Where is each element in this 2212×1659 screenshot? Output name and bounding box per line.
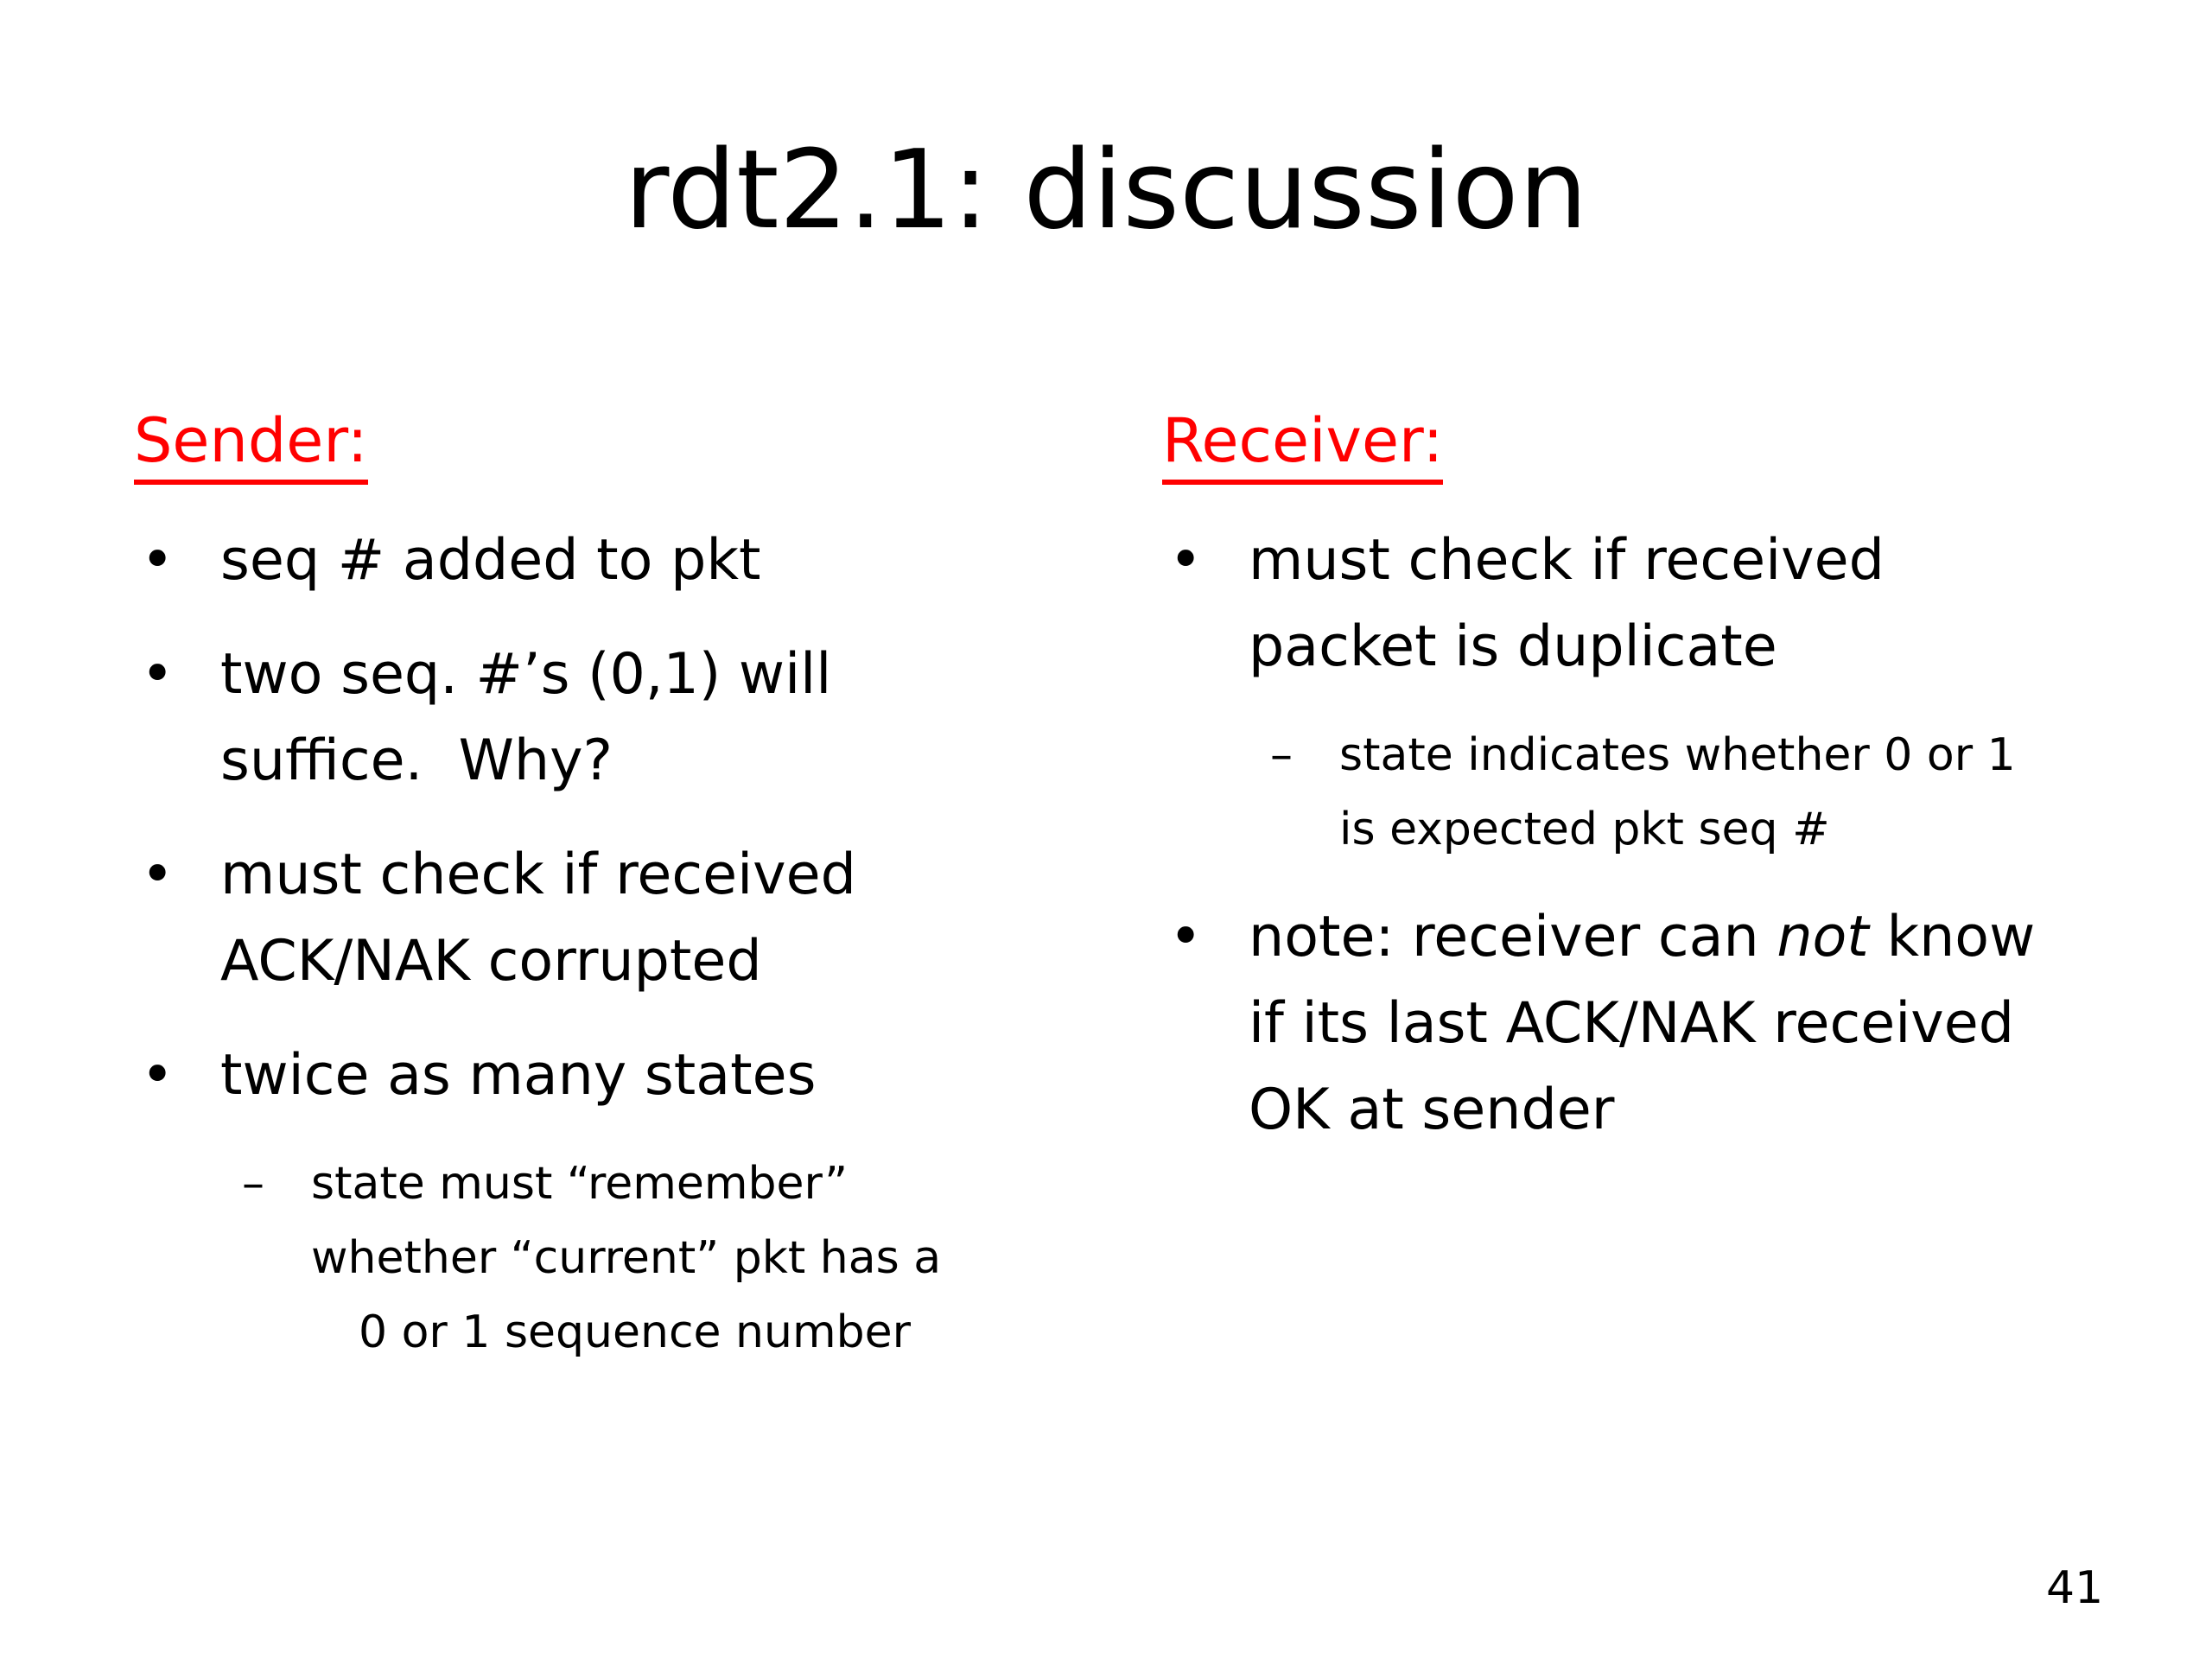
slide-title: rdt2.1: discussion	[624, 126, 1588, 253]
page-number: 41	[2046, 1562, 2104, 1614]
list-sub-item: – state must “remember” whether “current…	[134, 1147, 1063, 1370]
line-part-italic: not	[1777, 905, 1869, 969]
bullet-icon: •	[141, 528, 175, 593]
list-item-line: 0 or 1 sequence number	[359, 1306, 912, 1358]
dash-icon: –	[1270, 729, 1293, 781]
line-part: note: receiver can	[1249, 905, 1777, 969]
list-item-line: state must “remember”	[311, 1158, 849, 1210]
list-item-line: must check if received	[220, 842, 856, 907]
list-item: • twice as many states	[134, 1033, 1063, 1119]
list-item-line: suffice. Why?	[220, 728, 613, 793]
list-item-line: if its last ACK/NAK received	[1249, 991, 2014, 1056]
list-item-line: is expected pkt seq #	[1339, 804, 1830, 855]
bullet-icon: •	[141, 842, 175, 907]
list-item: • note: receiver can not know if its las…	[1162, 894, 2177, 1154]
receiver-heading: Receiver:	[1162, 408, 1444, 485]
bullet-icon: •	[1169, 528, 1203, 593]
receiver-list: • must check if received packet is dupli…	[1162, 518, 2177, 1154]
line-part: know	[1868, 905, 2036, 969]
bullet-icon: •	[141, 642, 175, 707]
list-item-line: note: receiver can not know	[1249, 894, 2177, 981]
list-item-line: ACK/NAK corrupted	[220, 929, 762, 994]
list-item-line: two seq. #’s (0,1) will	[220, 642, 832, 707]
sender-heading: Sender:	[134, 408, 368, 485]
sender-list: • seq # added to pkt • two seq. #’s (0,1…	[134, 518, 1063, 1370]
list-item-line: OK at sender	[1249, 1077, 1615, 1142]
receiver-column: Receiver: • must check if received packe…	[1162, 408, 2177, 1154]
list-item: • seq # added to pkt	[134, 518, 1063, 604]
list-item-line: twice as many states	[220, 1043, 817, 1108]
list-sub-item: – state indicates whether 0 or 1 is expe…	[1162, 718, 2177, 867]
bullet-icon: •	[1169, 905, 1203, 969]
list-item-line: whether “current” pkt has a	[311, 1232, 942, 1284]
list-item-line: packet is duplicate	[1249, 614, 1777, 679]
list-item: • must check if received ACK/NAK corrupt…	[134, 832, 1063, 1005]
list-item-line: must check if received	[1249, 528, 1885, 593]
list-item-line: state indicates whether 0 or 1	[1339, 729, 2016, 781]
sender-column: Sender: • seq # added to pkt • two seq. …	[134, 408, 1063, 1370]
dash-icon: –	[242, 1158, 264, 1210]
list-item-line: seq # added to pkt	[220, 528, 761, 593]
list-item: • must check if received packet is dupli…	[1162, 518, 2177, 690]
bullet-icon: •	[141, 1043, 175, 1108]
list-item: • two seq. #’s (0,1) will suffice. Why?	[134, 632, 1063, 804]
